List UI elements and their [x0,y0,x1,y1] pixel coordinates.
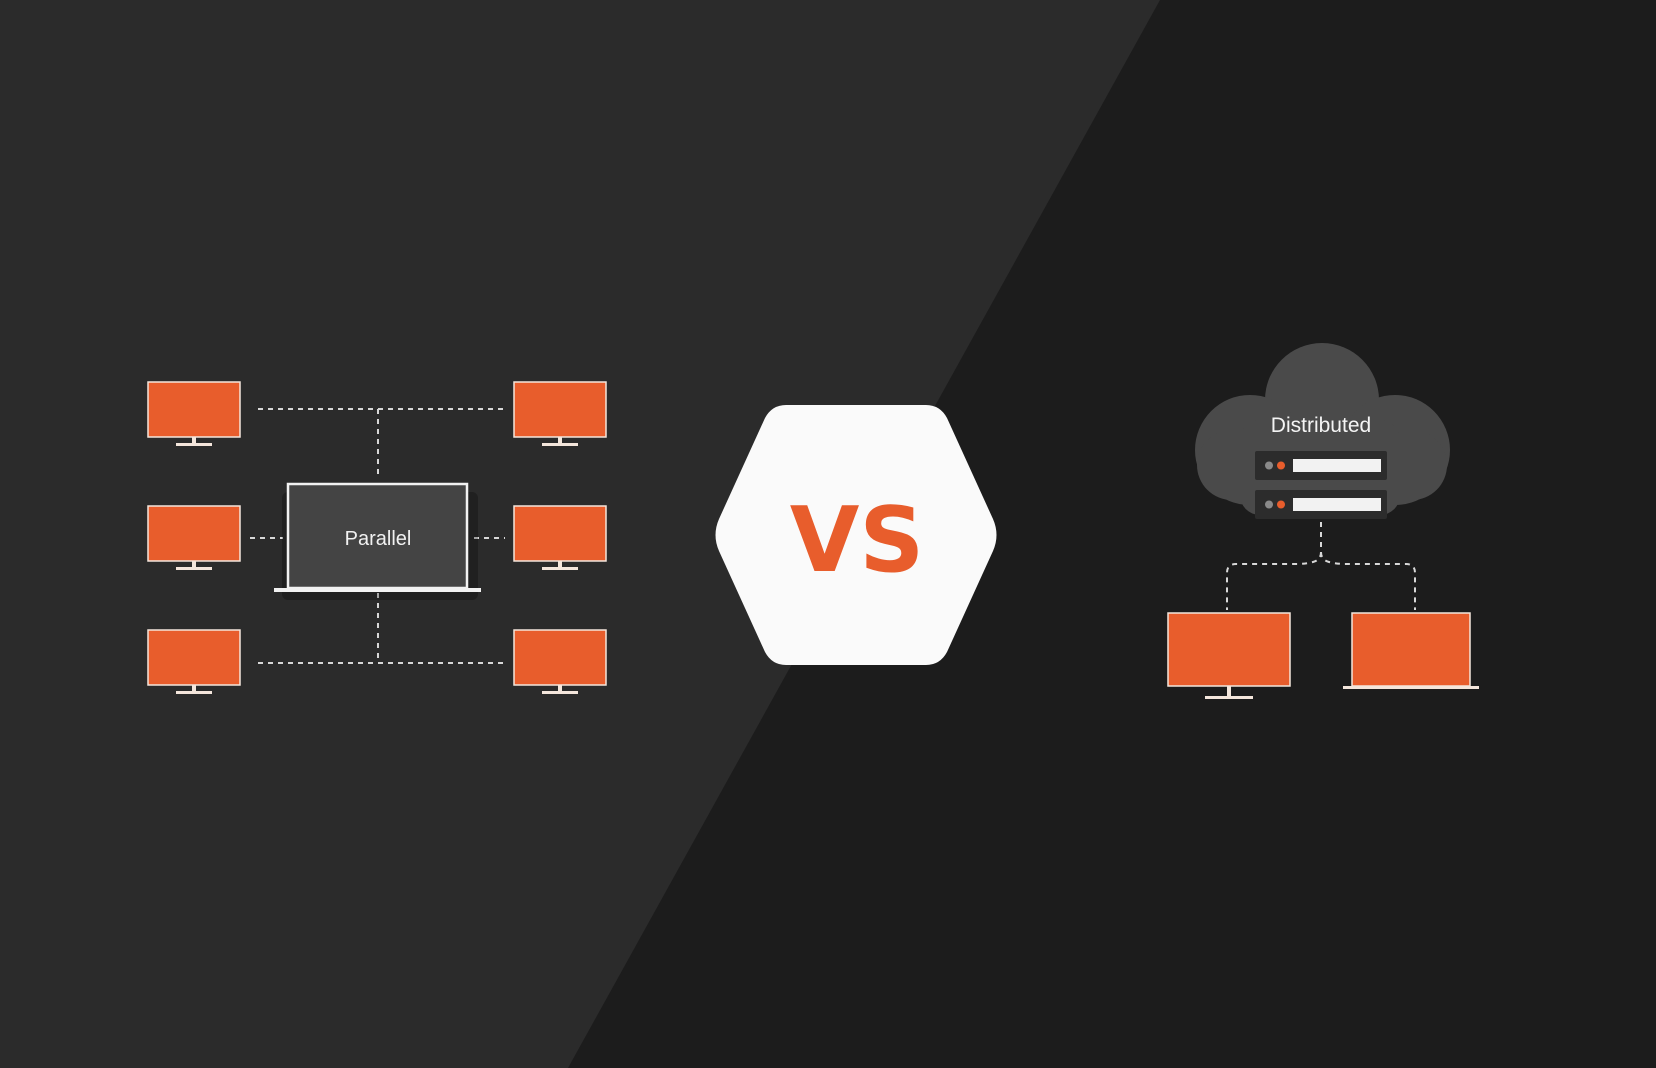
laptop-icon [1343,612,1479,689]
monitor-icon [147,629,241,694]
monitor-icon [147,381,241,446]
distributed-label: Distributed [1271,414,1371,437]
vs-hexagon [715,405,997,665]
vs-badge: VS [715,405,997,665]
distributed-connectors [1226,522,1416,610]
laptop-screen [286,482,469,590]
monitor-icon [513,629,607,694]
parallel-label: Parallel [345,528,412,550]
parallel-diagram: Parallel [147,381,607,694]
server-icon [1255,490,1387,519]
monitor-icon [147,505,241,570]
distributed-diagram: Distributed [1167,343,1479,699]
vs-text: VS [790,488,924,593]
monitor-icon [1167,612,1291,699]
laptop-base [274,588,481,592]
monitor-icon [513,505,607,570]
parallel-connectors [250,408,505,664]
monitor-icon [513,381,607,446]
laptop-icon [274,482,481,600]
server-icon [1255,451,1387,480]
